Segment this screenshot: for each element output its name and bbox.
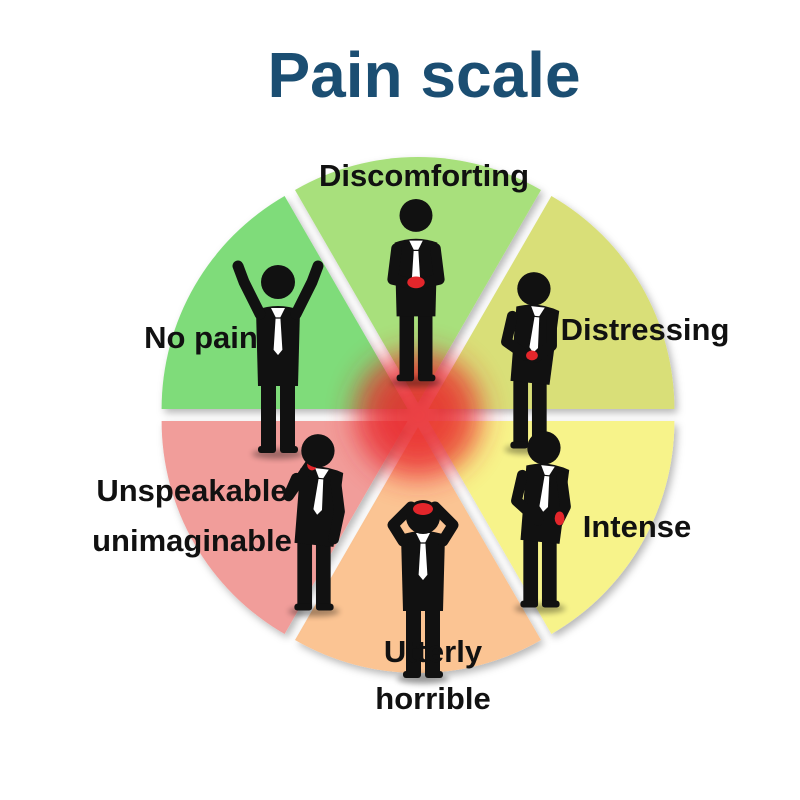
figure-utterly-horrible <box>387 500 459 684</box>
label-line: Intense <box>583 509 692 544</box>
figure-distressing <box>501 272 560 455</box>
pain-center-glow <box>354 351 482 479</box>
page-title: Pain scale <box>267 39 580 111</box>
label-line: Distressing <box>561 312 730 347</box>
labels: No pain DiscomfortingDistressingIntenseUt… <box>92 158 729 716</box>
label-distressing: Distressing <box>561 312 730 347</box>
figure-unspeakable-unimaginable <box>283 434 345 617</box>
glow-inner <box>378 375 458 455</box>
wedge-distressing <box>428 195 675 409</box>
label-intense: Intense <box>583 509 692 544</box>
label-utterly-horrible: Utterly horrible <box>375 634 490 716</box>
label-unspeakable-unimaginable: Unspeakable unimaginable <box>92 473 292 558</box>
wedge-no-pain <box>161 195 408 409</box>
figures <box>232 198 571 684</box>
label-no-pain: No pain <box>144 320 258 355</box>
pain-wheel <box>161 157 675 684</box>
label-line: Utterly <box>384 634 483 669</box>
figure-discomforting <box>387 198 445 388</box>
label-line: horrible <box>375 681 490 716</box>
label-line: unimaginable <box>92 523 292 558</box>
label-discomforting: Discomforting <box>319 158 529 193</box>
figure-no-pain <box>232 260 324 459</box>
figure-intense <box>511 431 571 614</box>
wedge-unspeakable-unimaginable <box>161 421 408 635</box>
label-line: Unspeakable <box>96 473 287 508</box>
label-line: No pain <box>144 320 258 355</box>
label-line: Discomforting <box>319 158 529 193</box>
